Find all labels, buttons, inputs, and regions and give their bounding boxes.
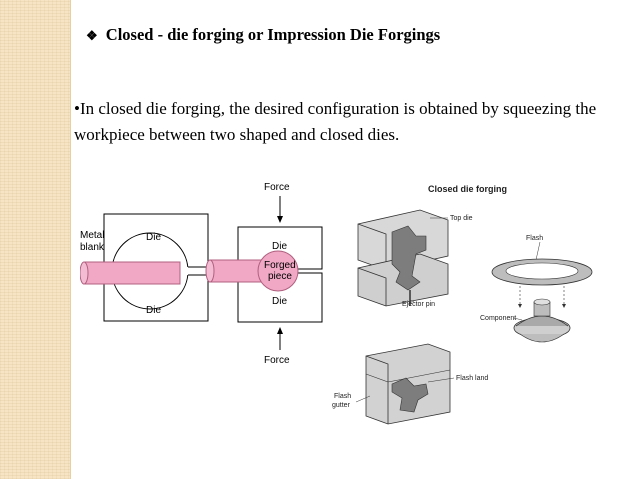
- diamond-bullet-icon: ❖: [86, 28, 98, 43]
- top-die-set: Top die Ejector pin: [357, 209, 473, 308]
- closed-die-forging-illustration: Closed die forging Top die Ejector pin F…: [332, 184, 593, 425]
- blank-between-dies-diagram: Metal blank Die Die: [80, 213, 209, 322]
- forged-piece-label-1: Forged: [264, 260, 296, 271]
- force-top-label: Force: [264, 182, 290, 193]
- forged-stock-end: [205, 259, 215, 283]
- closed-die-schematic: Metal blank Die Die Die Die Forged piece…: [80, 182, 323, 366]
- flash-gutter-label-1: Flash: [334, 393, 351, 400]
- die-bottom-label: Die: [146, 305, 161, 316]
- die-bottom-label-2: Die: [272, 296, 287, 307]
- flash-land-label: Flash land: [456, 375, 488, 382]
- metal-blank-end: [80, 261, 89, 285]
- component-label: Component: [480, 315, 516, 322]
- bottom-die: Flash land Flash gutter: [332, 343, 488, 425]
- slide-title: ❖ Closed - die forging or Impression Die…: [86, 25, 440, 45]
- die-top-label: Die: [146, 232, 161, 243]
- side-band-divider: [70, 0, 71, 479]
- forged-piece-label-2: piece: [268, 271, 292, 282]
- decorative-side-band: [0, 0, 70, 479]
- die-top-label-2: Die: [272, 241, 287, 252]
- forged-piece: [257, 250, 299, 292]
- slide-body-text: •In closed die forging, the desired conf…: [74, 99, 597, 144]
- flash-label: Flash: [526, 235, 543, 242]
- ejector-pin-leader: [409, 299, 415, 303]
- illustration-title: Closed die forging: [428, 184, 507, 194]
- flash-ring-inner: [505, 262, 579, 280]
- ejector-pin-label: Ejector pin: [402, 301, 435, 308]
- flash-and-component: Flash Component: [480, 235, 593, 343]
- metal-blank-label-2: blank: [80, 242, 105, 253]
- metal-blank-label-1: Metal: [80, 230, 104, 241]
- slide-title-text: Closed - die forging or Impression Die F…: [105, 25, 441, 44]
- metal-blank: [83, 261, 181, 285]
- forged-piece-diagram: Die Die Forged piece Force Force: [205, 182, 323, 366]
- force-bottom-label: Force: [264, 355, 290, 366]
- top-die-label: Top die: [450, 215, 473, 222]
- flash-gutter-label-2: gutter: [332, 402, 351, 409]
